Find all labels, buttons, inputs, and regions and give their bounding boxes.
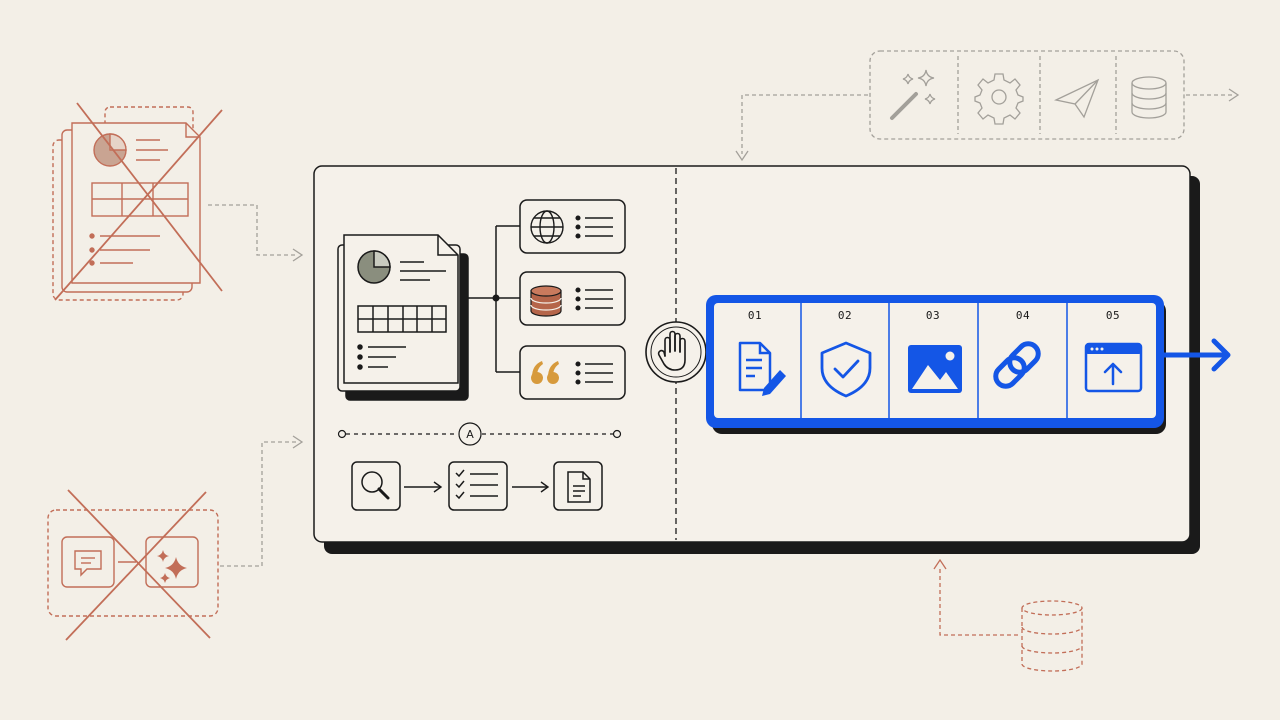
timeline	[337, 422, 622, 446]
checklist-icon	[455, 469, 498, 500]
quote-icon	[531, 361, 559, 384]
arrowhead	[933, 558, 947, 570]
source-card-globe	[519, 199, 626, 254]
sparkles-icon	[157, 550, 187, 583]
connector-database-up	[939, 566, 1018, 636]
list-lines-icon	[575, 287, 613, 311]
output-arrow	[1161, 338, 1231, 372]
step-label-05: 05	[1105, 309, 1121, 322]
source-document-stack	[337, 234, 469, 401]
rejected-chat-stack	[47, 509, 219, 617]
step-label-02: 02	[837, 309, 853, 322]
step-label-03: 03	[925, 309, 941, 322]
arrowhead	[292, 248, 304, 262]
gear-icon	[974, 73, 1024, 125]
marker-a-circle	[458, 422, 482, 446]
flow-arrow	[512, 481, 550, 493]
tree-junction-dot	[492, 294, 500, 302]
source-card-database	[519, 271, 626, 326]
tools-bar	[869, 50, 1185, 140]
flow-arrow	[404, 481, 443, 493]
connector-bottom-left	[220, 441, 296, 567]
upload-window-icon	[1084, 342, 1143, 393]
magic-wand-icon	[890, 69, 936, 120]
paper-plane-icon	[1053, 78, 1100, 119]
checklist-step	[448, 461, 508, 511]
database-icon	[1131, 76, 1167, 119]
document-icon	[567, 471, 591, 503]
list-lines-icon	[575, 361, 613, 385]
image-icon	[908, 345, 962, 393]
rejected-cross	[54, 102, 223, 301]
arrowhead	[292, 435, 304, 449]
link-icon	[993, 341, 1041, 389]
globe-icon	[530, 210, 564, 244]
hand-checkpoint	[645, 321, 707, 383]
search-step	[351, 461, 401, 511]
shield-check-icon	[820, 341, 872, 398]
step-label-04: 04	[1015, 309, 1031, 322]
document-edit-icon	[738, 341, 786, 396]
source-card-quote	[519, 345, 626, 400]
timeline-marker-label: A	[466, 428, 474, 441]
pie-chart-icon	[93, 133, 127, 167]
connector-tools-down	[741, 94, 868, 154]
hand-icon	[657, 330, 686, 371]
database-icon	[530, 285, 562, 317]
rejected-cross-2	[65, 489, 211, 641]
arrowhead	[735, 150, 749, 162]
pipeline-dividers	[800, 303, 1068, 418]
bottom-database-icon	[1021, 600, 1083, 672]
step-label-01: 01	[747, 309, 763, 322]
list-lines-icon	[575, 215, 613, 239]
connector-top-left	[208, 204, 296, 256]
pie-chart-icon	[357, 250, 391, 284]
rejected-document-stack	[52, 106, 201, 301]
search-icon	[361, 471, 390, 500]
chat-bubble-icon	[74, 550, 102, 577]
document-step	[553, 461, 603, 511]
arrowhead	[1228, 88, 1240, 102]
